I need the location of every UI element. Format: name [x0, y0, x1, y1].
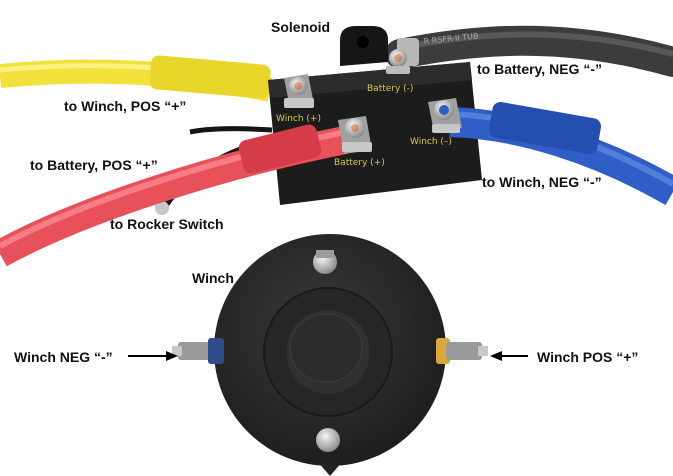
winch-neg-cable: [449, 101, 673, 206]
label-winch-neg: Winch NEG “-”: [14, 349, 113, 365]
winch-bottom-bolt: [316, 428, 340, 452]
label-to-winch-pos: to Winch, POS “+”: [64, 98, 187, 114]
label-to-battery-pos: to Battery, POS “+”: [30, 157, 158, 173]
winch-neg-post: [172, 338, 224, 364]
terminal-battery-pos: [338, 116, 372, 154]
terminal-label-battery-neg: Battery (-): [367, 84, 414, 94]
terminal-battery-neg: [386, 49, 410, 74]
winch-top-bolt: [313, 250, 337, 274]
terminal-winch-pos: [284, 74, 314, 108]
arrow-winch-neg: [128, 351, 178, 361]
terminal-label-winch-neg: Winch (–): [410, 137, 452, 147]
terminal-label-battery-pos: Battery (+): [334, 158, 385, 168]
label-to-winch-neg: to Winch, NEG “-”: [482, 174, 602, 190]
solenoid-box: [268, 26, 482, 205]
label-winch-pos: Winch POS “+”: [537, 349, 639, 365]
terminal-winch-neg: [428, 98, 462, 133]
winch-motor: [214, 234, 446, 476]
label-to-rocker-switch: to Rocker Switch: [110, 216, 224, 232]
winch-pos-post: [436, 338, 488, 364]
battery-pos-cable: [0, 124, 348, 267]
arrow-winch-pos: [490, 351, 528, 361]
label-solenoid: Solenoid: [271, 19, 331, 35]
winch-pos-cable: [0, 55, 273, 102]
label-winch: Winch: [192, 270, 234, 286]
terminal-label-winch-pos: Winch (+): [276, 114, 321, 124]
label-to-battery-neg: to Battery, NEG “-”: [477, 61, 602, 77]
